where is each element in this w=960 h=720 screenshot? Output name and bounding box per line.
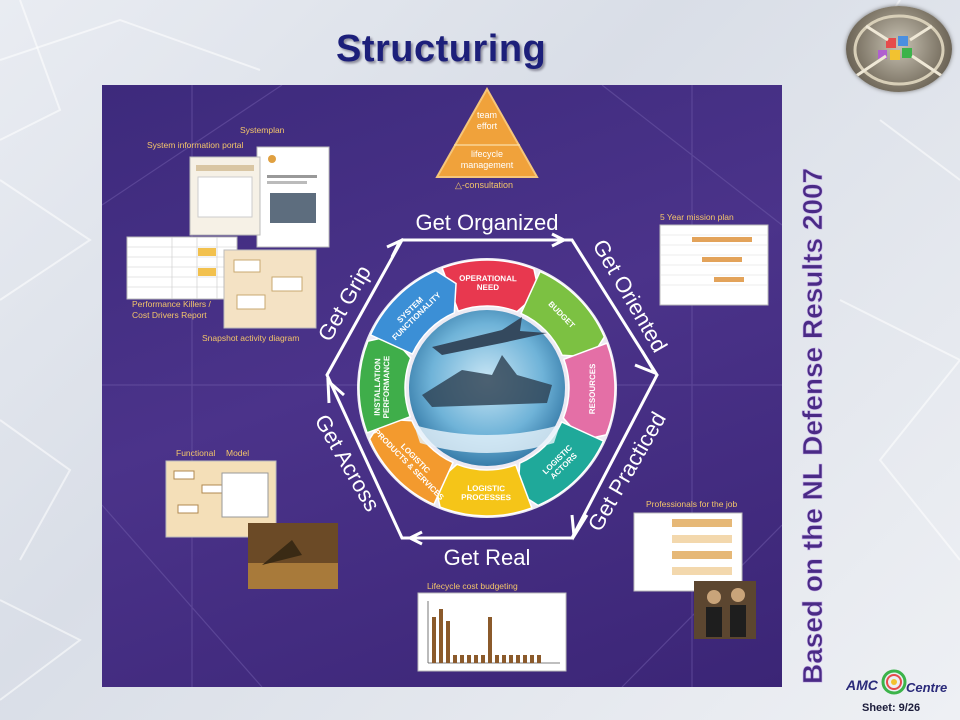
side-banner: Based on the NL Defense Results 2007 [797,168,829,685]
callout-systemplan: Systemplan [240,125,285,135]
thumb-field-photo [248,523,338,589]
lifecycle-diagram: team effort lifecycle management △-consu… [102,85,782,687]
mission-process-logo [846,6,952,92]
callout-functional-model: Model [226,448,249,458]
ship-icon [422,355,552,407]
callout-snapshot: Snapshot activity diagram [202,333,299,343]
callout-lifecycle-cost: Lifecycle cost budgeting [427,581,518,591]
thumb-professionals-table [633,512,743,592]
callout-system-info-portal: System information portal [147,140,243,150]
thumb-snapshot [223,249,317,329]
callout-functional: Functional [176,448,215,458]
thumb-portal [189,156,261,236]
globe-icon [853,14,945,86]
sheet-number: Sheet: 9/26 [862,702,921,714]
triangle-top: team [477,110,497,120]
amc-centre-logo: AMC Centre [846,669,947,695]
thumb-perf-report [126,236,238,300]
aircraft-icon [432,317,547,355]
triangle-mid2: management [461,160,514,170]
side-banner-text: Based on the NL Defense Results 2007 [797,168,828,684]
callout-professionals: Professionals for the job [646,499,737,509]
svg-text:Centre: Centre [906,680,947,695]
thumb-professionals-photo [694,581,756,639]
page-title: Structuring [336,28,547,70]
label-get-organized: Get Organized [415,210,558,235]
wheel-segment [369,269,457,355]
triangle-top2: effort [477,121,498,131]
wheel-segment-label: RESOURCES [588,363,597,414]
wheel-segment-label: INSTALLATIONPERFORMANCE [373,355,392,418]
triangle-team-effort: team effort lifecycle management △-consu… [435,86,539,190]
hexagon-frame [325,232,659,546]
callout-mission-plan: 5 Year mission plan [660,212,734,222]
callout-perf-killers: Performance Killers / [132,299,212,309]
callout-cost-drivers: Cost Drivers Report [132,310,207,320]
thumb-mission-plan [659,224,769,306]
triangle-mid: lifecycle [471,149,503,159]
triangle-below: △-consultation [455,180,513,190]
label-get-real: Get Real [444,545,531,570]
svg-text:AMC: AMC [846,677,879,693]
diagram-panel: team effort lifecycle management △-consu… [102,85,782,687]
thumb-lifecycle-cost-chart [417,592,567,672]
thumb-systemplan-doc [256,146,330,248]
